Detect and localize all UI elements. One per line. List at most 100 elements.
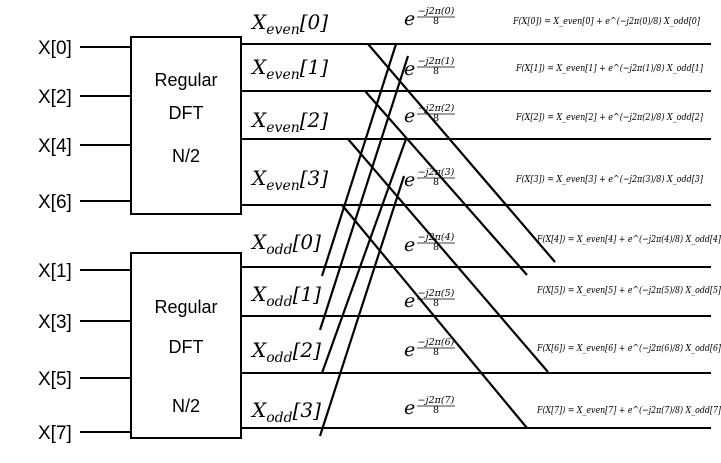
x-even-label-base: X xyxy=(250,55,267,79)
cross-odd2-up xyxy=(320,138,408,374)
twiddle-numerator: −j2π(3) xyxy=(418,167,455,178)
input-label-x2: X[2] xyxy=(38,87,72,108)
twiddle-denominator: 8 xyxy=(433,405,439,416)
x-even-label-2: Xeven[2] xyxy=(250,108,328,136)
twiddle-base: e xyxy=(404,8,415,30)
x-odd-label-base: X xyxy=(250,230,267,254)
twiddle-denominator: 8 xyxy=(433,177,439,188)
result-equation-0: F(X[0]) = X_even[0] + e^(−j2π(0)/8) X_od… xyxy=(512,16,700,27)
x-even-label-sub: even xyxy=(266,67,300,83)
cross-even2-down xyxy=(347,138,549,373)
twiddle-denominator: 8 xyxy=(433,113,439,124)
x-odd-label-2: Xodd[2] xyxy=(250,338,321,366)
x-even-label-idx: [3] xyxy=(300,166,329,190)
result-equation-7: F(X[7]) = X_even[7] + e^(−j2π(7)/8) X_od… xyxy=(536,405,721,416)
butterfly-crossings xyxy=(318,43,556,437)
twiddle-base: e xyxy=(404,58,415,80)
x-even-label-idx: [2] xyxy=(300,108,329,132)
input-label-x5: X[5] xyxy=(38,369,72,390)
twiddle-numerator: −j2π(0) xyxy=(418,6,455,17)
dft-block-top-line1: Regular xyxy=(154,70,217,90)
x-even-label-base: X xyxy=(250,10,267,34)
x-odd-label-0: Xodd[0] xyxy=(250,230,321,258)
dft-block-bottom-line2: DFT xyxy=(169,337,204,357)
input-label-x4: X[4] xyxy=(38,136,72,157)
input-lines xyxy=(80,46,131,433)
x-odd-label-sub: odd xyxy=(266,410,292,426)
twiddle-factor-1: e−j2π(1)8 xyxy=(404,56,455,80)
x-even-label-1: Xeven[1] xyxy=(250,55,328,83)
x-even-label-sub: even xyxy=(266,120,300,136)
dft-block-bottom-line3: N/2 xyxy=(172,396,200,416)
twiddle-base: e xyxy=(404,234,415,256)
twiddle-factor-4: e−j2π(4)8 xyxy=(404,232,455,256)
input-label-x7: X[7] xyxy=(38,423,72,444)
twiddle-base: e xyxy=(404,169,415,191)
dft-block-top-line2: DFT xyxy=(169,103,204,123)
twiddle-base: e xyxy=(404,339,415,361)
input-label-x6: X[6] xyxy=(38,192,72,213)
twiddle-base: e xyxy=(404,397,415,419)
twiddle-denominator: 8 xyxy=(433,16,439,27)
cross-odd0-up xyxy=(320,43,398,277)
twiddle-numerator: −j2π(2) xyxy=(418,103,455,114)
twiddle-factor-0: e−j2π(0)8 xyxy=(404,6,455,30)
twiddle-factor-2: e−j2π(2)8 xyxy=(404,103,455,127)
input-label-x0: X[0] xyxy=(38,38,72,59)
dft-block-bottom xyxy=(130,252,242,439)
x-odd-label-idx: [3] xyxy=(293,398,322,422)
twiddle-factor-3: e−j2π(3)8 xyxy=(404,167,455,191)
x-odd-label-idx: [0] xyxy=(293,230,322,254)
x-even-label-sub: even xyxy=(266,22,300,38)
cross-even0-down xyxy=(367,43,556,263)
twiddle-denominator: 8 xyxy=(433,66,439,77)
twiddle-denominator: 8 xyxy=(433,347,439,358)
twiddle-denominator: 8 xyxy=(433,242,439,253)
dft-block-bottom-line1: Regular xyxy=(154,297,217,317)
x-even-label-idx: [1] xyxy=(300,55,329,79)
cross-odd1-up xyxy=(318,55,410,331)
dft-block-top-line3: N/2 xyxy=(172,146,200,166)
twiddle-numerator: −j2π(5) xyxy=(418,288,455,299)
result-equation-1: F(X[1]) = X_even[1] + e^(−j2π(1)/8) X_od… xyxy=(515,63,703,74)
input-label-x1: X[1] xyxy=(38,261,72,282)
twiddle-base: e xyxy=(404,105,415,127)
twiddle-factor-7: e−j2π(7)8 xyxy=(404,395,455,419)
result-equation-5: F(X[5]) = X_even[5] + e^(−j2π(5)/8) X_od… xyxy=(536,285,721,296)
x-odd-label-sub: odd xyxy=(266,350,292,366)
x-odd-label-idx: [2] xyxy=(293,338,322,362)
twiddle-numerator: −j2π(7) xyxy=(418,395,455,406)
output-lines xyxy=(241,43,711,429)
twiddle-numerator: −j2π(4) xyxy=(418,232,455,243)
x-odd-label-base: X xyxy=(250,338,267,362)
cross-even1-down xyxy=(364,90,528,276)
x-odd-label-1: Xodd[1] xyxy=(250,282,321,310)
result-equation-4: F(X[4]) = X_even[4] + e^(−j2π(4)/8) X_od… xyxy=(536,234,721,245)
result-equation-6: F(X[6]) = X_even[6] + e^(−j2π(6)/8) X_od… xyxy=(536,343,721,354)
result-equation-3: F(X[3]) = X_even[3] + e^(−j2π(3)/8) X_od… xyxy=(515,174,703,185)
twiddle-base: e xyxy=(404,290,415,312)
twiddle-factors: e−j2π(0)8e−j2π(1)8e−j2π(2)8e−j2π(3)8e−j2… xyxy=(404,6,455,419)
x-even-label-base: X xyxy=(250,166,267,190)
cross-odd3-up xyxy=(318,175,406,437)
intermediate-output-labels: Xeven[0]Xeven[1]Xeven[2]Xeven[3]Xodd[0]X… xyxy=(250,10,328,426)
result-equation-2: F(X[2]) = X_even[2] + e^(−j2π(2)/8) X_od… xyxy=(515,112,703,123)
twiddle-numerator: −j2π(6) xyxy=(418,337,455,348)
twiddle-factor-6: e−j2π(6)8 xyxy=(404,337,455,361)
x-even-label-base: X xyxy=(250,108,267,132)
x-even-label-0: Xeven[0] xyxy=(250,10,328,38)
x-even-label-idx: [0] xyxy=(300,10,329,34)
x-odd-label-base: X xyxy=(250,398,267,422)
x-odd-label-sub: odd xyxy=(266,294,292,310)
x-odd-label-sub: odd xyxy=(266,242,292,258)
dft-block-top xyxy=(130,36,242,215)
x-odd-label-base: X xyxy=(250,282,267,306)
x-even-label-sub: even xyxy=(266,178,300,194)
x-odd-label-3: Xodd[3] xyxy=(250,398,321,426)
twiddle-numerator: −j2π(1) xyxy=(418,56,455,67)
x-odd-label-idx: [1] xyxy=(293,282,322,306)
input-label-x3: X[3] xyxy=(38,312,72,333)
twiddle-denominator: 8 xyxy=(433,298,439,309)
cross-even3-down xyxy=(341,204,528,429)
